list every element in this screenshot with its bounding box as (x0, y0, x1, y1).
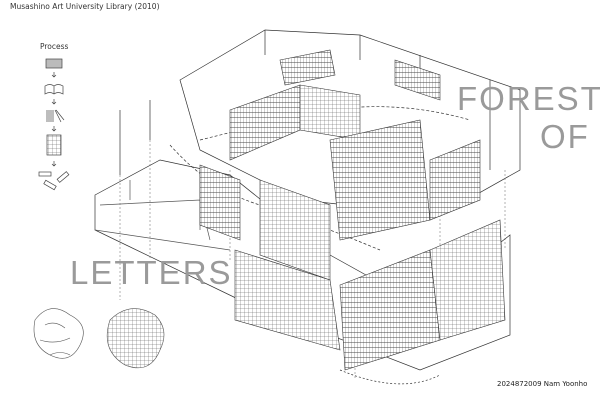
bookshelf-wall (299, 84, 361, 141)
bookshelf-icon (46, 134, 62, 156)
book-spines-icon (46, 109, 65, 123)
bookshelf-wall (339, 249, 441, 371)
open-book-icon (44, 84, 64, 95)
bookshelf-wall (199, 164, 241, 241)
headline-of: OF (540, 118, 590, 155)
plan-sketches (33, 308, 165, 369)
paper-icon (45, 58, 63, 69)
bookshelf-wall (234, 249, 341, 351)
bookshelf-wall (429, 139, 481, 221)
headline-letters: LETTERS (70, 254, 233, 291)
bookshelf-wall (329, 119, 431, 241)
project-title: Musashino Art University Library (2010) (10, 2, 160, 11)
bookshelf-wall (229, 84, 301, 161)
bookshelf-wall (279, 49, 336, 86)
bookshelf-wall (429, 219, 506, 341)
headline-forest: FOREST (457, 80, 600, 117)
process-label: Process (40, 42, 69, 51)
scattered-shelves-icon (38, 171, 70, 191)
upper-floor-outline (179, 29, 521, 216)
author-signature: 2024872009 Nam Yoonho (497, 380, 588, 388)
bookshelf-wall (394, 59, 441, 101)
